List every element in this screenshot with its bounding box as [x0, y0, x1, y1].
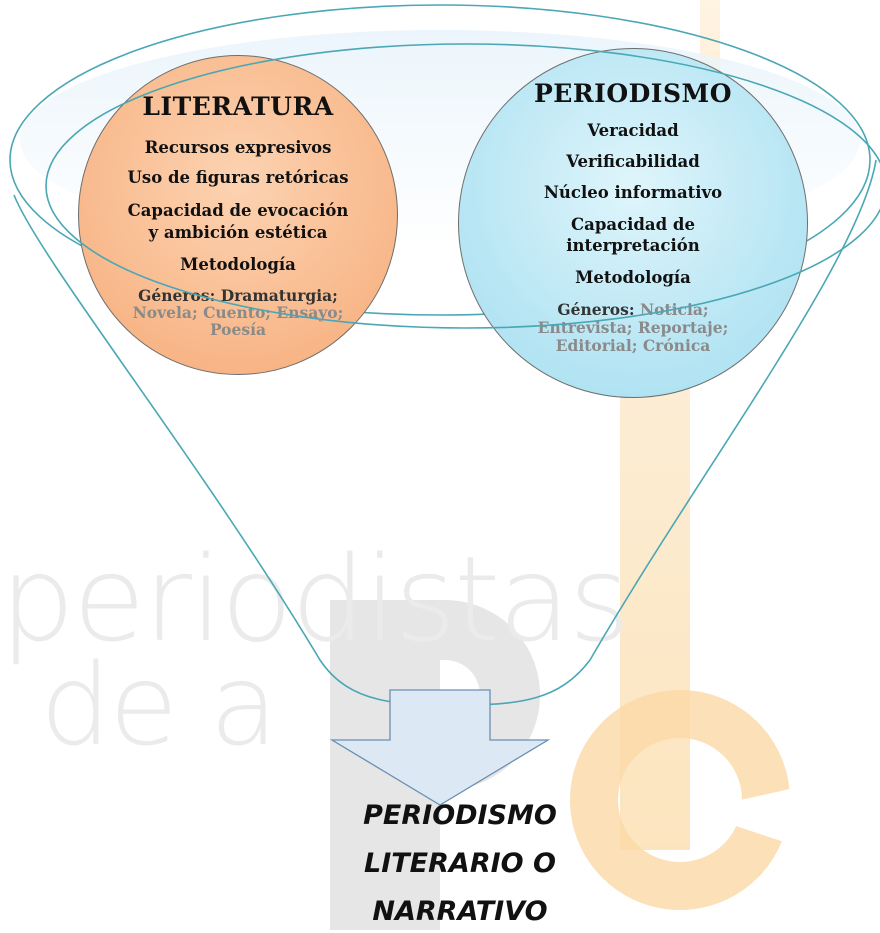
periodismo-genres-line3: Editorial; Crónica: [555, 336, 711, 355]
periodismo-item: interpretación: [566, 236, 700, 255]
periodismo-genres-line2: Entrevista; Reportaje;: [537, 318, 729, 337]
funnel-rim-inner: [45, 43, 880, 329]
funnel-body: [13, 159, 877, 706]
periodismo-item: Metodología: [575, 268, 691, 287]
literatura-item: Uso de figuras retóricas: [127, 168, 349, 187]
literatura-item: Metodología: [180, 255, 296, 274]
literatura-genres-line3: Poesía: [209, 320, 267, 339]
periodismo-circle: PERIODISMO Veracidad Verificabilidad Núc…: [458, 48, 808, 398]
result-label: PERIODISMO LITERARIO O NARRATIVO: [300, 800, 620, 930]
down-arrow: [329, 689, 551, 806]
periodismo-title: PERIODISMO: [534, 79, 732, 108]
periodismo-item: Veracidad: [587, 121, 679, 140]
funnel-rim-outer: [9, 4, 871, 316]
result-line: LITERARIO O: [364, 848, 556, 879]
literatura-genres: Géneros: Dramaturgia;: [79, 287, 397, 304]
periodismo-item: Capacidad de: [571, 215, 695, 234]
result-line: NARRATIVO: [372, 896, 548, 927]
genres-label: Géneros:: [138, 286, 216, 305]
literatura-item: Capacidad de evocación: [127, 201, 349, 220]
literatura-title: LITERATURA: [142, 92, 334, 121]
result-line: PERIODISMO: [363, 800, 557, 831]
literatura-item: y ambición estética: [148, 223, 328, 242]
genre: Dramaturgia;: [220, 286, 338, 305]
periodismo-item: Núcleo informativo: [543, 183, 723, 202]
literatura-genres-line2: Novela; Cuento; Ensayo;: [132, 303, 344, 322]
periodismo-item: Verificabilidad: [566, 152, 700, 171]
literatura-circle: LITERATURA Recursos expresivos Uso de fi…: [78, 55, 398, 375]
literatura-item: Recursos expresivos: [144, 138, 332, 157]
genres-label: Géneros:: [557, 300, 635, 319]
